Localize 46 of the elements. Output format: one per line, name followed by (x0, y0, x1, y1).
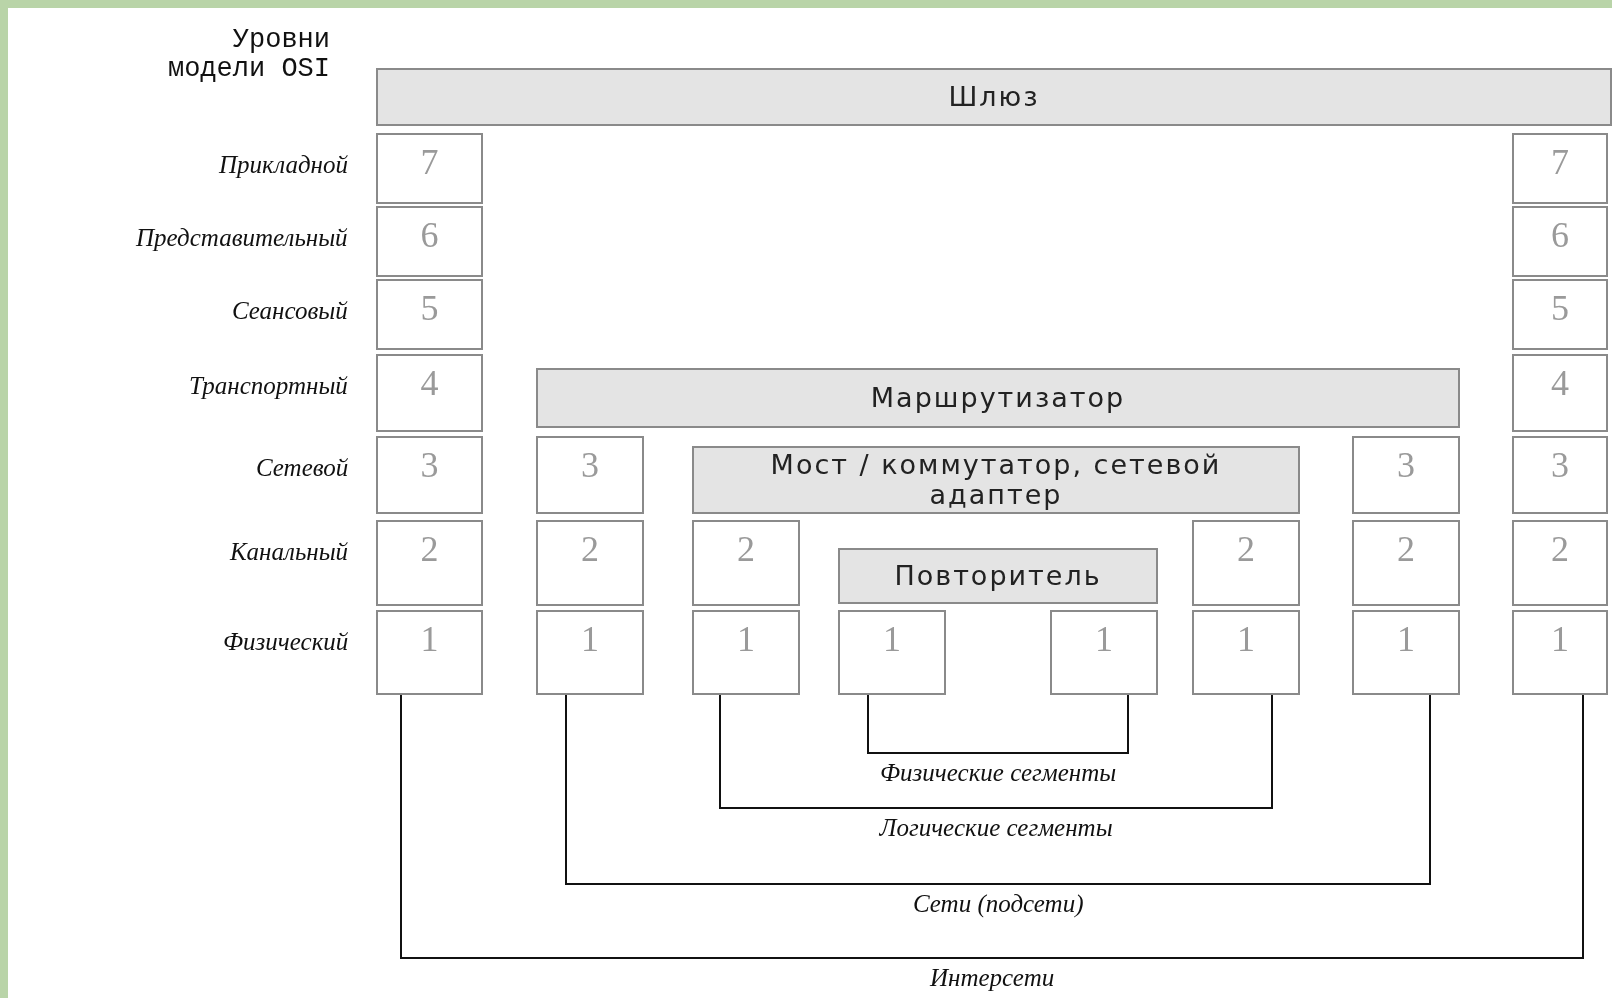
layer-box: 6 (376, 206, 483, 277)
edge-label: Сети (подсети) (913, 890, 1084, 918)
layer-box: 3 (1352, 436, 1460, 514)
layer-box: 4 (1512, 354, 1608, 432)
layer-box: 1 (838, 610, 946, 695)
device-bar: Шлюз (376, 68, 1612, 126)
device-bar: Маршрутизатор (536, 368, 1460, 428)
column-header: Уровни модели OSI (166, 26, 330, 84)
layer-box: 2 (1192, 520, 1300, 606)
edge-label: Физические сегменты (880, 759, 1117, 787)
bracket-line (565, 694, 1431, 885)
layer-box: 5 (376, 279, 483, 350)
layer-name: Транспортный (189, 372, 348, 400)
layer-box: 1 (376, 610, 483, 695)
device-bar: Повторитель (838, 548, 1158, 604)
layer-box: 6 (1512, 206, 1608, 277)
layer-box: 3 (1512, 436, 1608, 514)
layer-box: 1 (1352, 610, 1460, 695)
layer-name: Представительный (136, 224, 348, 252)
layer-box: 3 (536, 436, 644, 514)
layer-box: 2 (376, 520, 483, 606)
layer-box: 1 (692, 610, 800, 695)
layer-box: 2 (1352, 520, 1460, 606)
layer-name: Физический (223, 628, 349, 656)
layer-box: 2 (692, 520, 800, 606)
layer-box: 4 (376, 354, 483, 432)
layer-box: 1 (1512, 610, 1608, 695)
layer-box: 2 (536, 520, 644, 606)
layer-name: Сетевой (256, 454, 349, 482)
layer-box: 1 (1192, 610, 1300, 695)
layer-box: 1 (536, 610, 644, 695)
bracket-line (867, 694, 1129, 754)
layer-box: 1 (1050, 610, 1158, 695)
layer-box: 3 (376, 436, 483, 514)
bracket-line (400, 694, 1584, 959)
layer-name: Прикладной (219, 151, 348, 179)
layer-name: Канальный (230, 538, 349, 566)
edge-label: Логические сегменты (879, 814, 1113, 842)
edge-label: Интерсети (930, 964, 1055, 992)
layer-box: 7 (376, 133, 483, 204)
layer-box: 5 (1512, 279, 1608, 350)
bracket-line (719, 694, 1273, 809)
layer-name: Сеансовый (232, 297, 348, 325)
layer-box: 7 (1512, 133, 1608, 204)
device-bar: Мост / коммутатор, сетевой адаптер (692, 446, 1300, 514)
layer-box: 2 (1512, 520, 1608, 606)
